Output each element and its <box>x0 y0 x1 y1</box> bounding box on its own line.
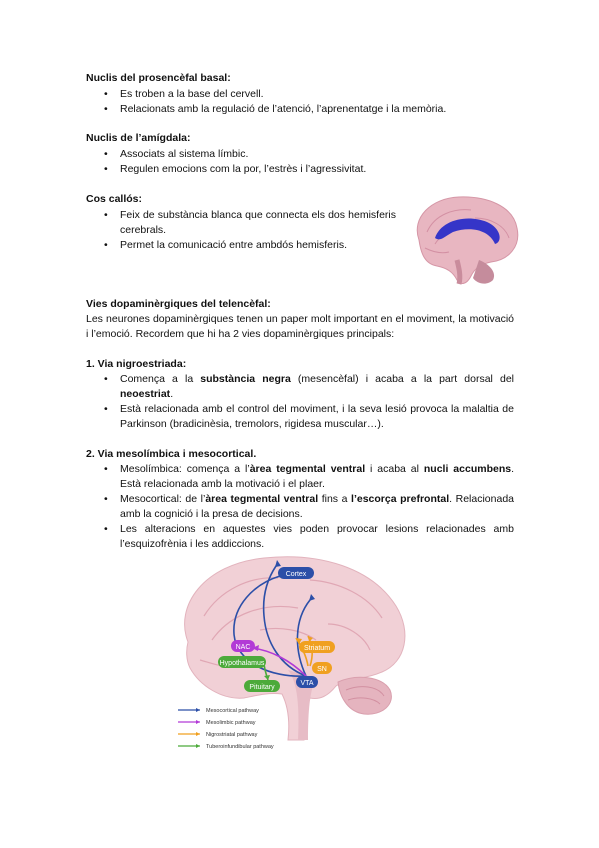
legend: Mesocortical pathway Mesolimbic pathway … <box>178 708 274 750</box>
label-sn: SN <box>312 662 332 674</box>
list-meso: Mesolímbica: comença a l’àrea tegmental … <box>104 462 514 552</box>
svg-text:Tuberoinfundibular pathway: Tuberoinfundibular pathway <box>206 744 274 750</box>
svg-text:SN: SN <box>317 666 327 673</box>
list-item: Regulen emocions com la por, l’estrès i … <box>104 162 524 177</box>
label-cortex: Cortex <box>278 567 314 579</box>
label-hypothalamus: Hypothalamus <box>218 656 266 668</box>
list-item: Mesocortical: de l’àrea tegmental ventra… <box>104 492 514 522</box>
label-nac: NAC <box>231 640 255 652</box>
list-callos: Feix de substància blanca que connecta e… <box>104 208 396 253</box>
svg-text:VTA: VTA <box>300 680 313 687</box>
list-item: Comença a la substància negra (mesencèfa… <box>104 372 514 402</box>
heading-meso: 2. Via mesolímbica i mesocortical. <box>86 448 257 460</box>
legend-item-nigrostriatal: Nigrostriatal pathway <box>178 732 258 738</box>
list-item: Associats al sistema límbic. <box>104 147 524 162</box>
legend-item-mesocortical: Mesocortical pathway <box>178 708 259 714</box>
list-item: Les alteracions en aquestes vies poden p… <box>104 522 514 552</box>
list-item: Mesolímbica: comença a l’àrea tegmental … <box>104 462 514 492</box>
svg-text:NAC: NAC <box>236 644 251 651</box>
heading-callos: Cos callós: <box>86 193 143 205</box>
heading-basal: Nuclis del prosencèfal basal: <box>86 72 231 84</box>
list-basal: Es troben a la base del cervell. Relacio… <box>104 87 524 117</box>
dopamine-pathways-diagram: Cortex NAC Striatum SN Hypothalamus VTA … <box>178 556 406 750</box>
corpus-callosum-brain-image <box>416 196 519 285</box>
paragraph-vies-intro: Les neurones dopaminèrgiques tenen un pa… <box>86 313 514 340</box>
svg-text:Striatum: Striatum <box>304 645 330 652</box>
svg-text:Mesolimbic pathway: Mesolimbic pathway <box>206 720 256 726</box>
svg-text:Hypothalamus: Hypothalamus <box>220 660 265 667</box>
list-item: Permet la comunicació entre ambdós hemis… <box>104 238 396 253</box>
heading-nigro: 1. Via nigroestriada: <box>86 358 187 370</box>
svg-text:Cortex: Cortex <box>286 571 307 578</box>
legend-item-tuberoinfundibular: Tuberoinfundibular pathway <box>178 744 274 750</box>
svg-text:Pituitary: Pituitary <box>249 684 275 691</box>
list-item: Feix de substància blanca que connecta e… <box>104 208 396 238</box>
list-amigdala: Associats al sistema límbic. Regulen emo… <box>104 147 524 177</box>
heading-vies: Vies dopaminèrgiques del telencèfal: <box>86 298 271 310</box>
list-item: Està relacionada amb el control del movi… <box>104 402 514 432</box>
list-item: Es troben a la base del cervell. <box>104 87 524 102</box>
svg-text:Nigrostriatal pathway: Nigrostriatal pathway <box>206 732 258 738</box>
legend-item-mesolimbic: Mesolimbic pathway <box>178 720 256 726</box>
label-vta: VTA <box>296 676 318 688</box>
list-item: Relacionats amb la regulació de l’atenci… <box>104 102 524 117</box>
label-striatum: Striatum <box>299 641 335 653</box>
svg-text:Mesocortical pathway: Mesocortical pathway <box>206 708 259 714</box>
list-nigro: Comença a la substància negra (mesencèfa… <box>104 372 514 432</box>
label-pituitary: Pituitary <box>244 680 280 692</box>
heading-amigdala: Nuclis de l’amígdala: <box>86 132 191 144</box>
